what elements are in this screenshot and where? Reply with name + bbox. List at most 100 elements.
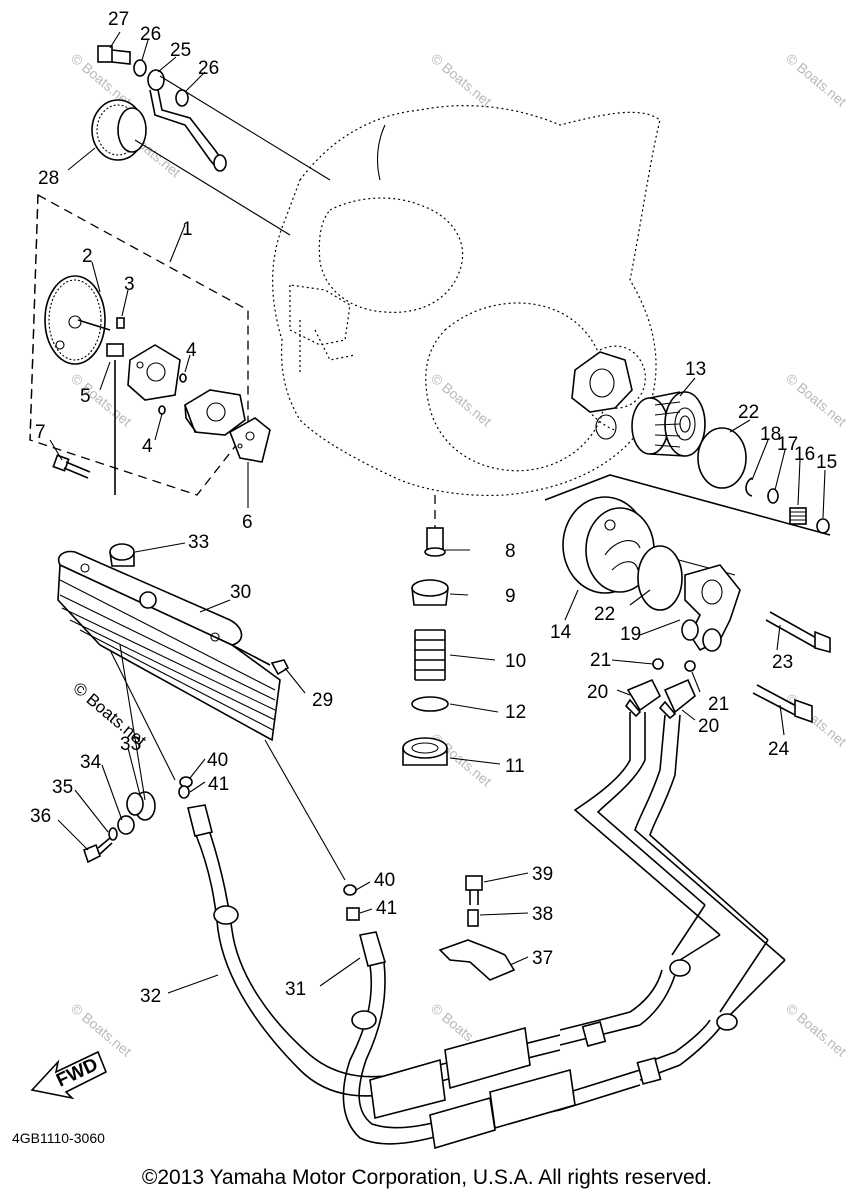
fitting-20: [624, 678, 662, 718]
ring-40b: [343, 884, 357, 896]
hose-31: [342, 931, 641, 1145]
callout-32: 32: [140, 986, 161, 1007]
gasket-6: [229, 417, 271, 463]
callout-4: 4: [186, 340, 197, 361]
callout-12: 12: [505, 702, 526, 723]
callout-34: 34: [80, 752, 102, 773]
callout-9: 9: [505, 586, 516, 607]
callout-23: 23: [772, 652, 793, 673]
callout-26: 26: [140, 24, 161, 45]
callout-41: 41: [208, 774, 229, 795]
callout-3: 3: [124, 274, 135, 295]
callout-35: 35: [52, 777, 73, 798]
pump-gear-2: [44, 275, 111, 365]
callout-20: 20: [587, 682, 608, 703]
callout-20b: 20: [698, 716, 719, 737]
o-ring-22b: [637, 545, 683, 611]
pump-body: [184, 389, 246, 436]
callout-19: 19: [620, 624, 641, 645]
callout-40: 40: [207, 750, 228, 771]
callout-leaders: [49, 31, 826, 994]
leader-line: [134, 139, 291, 236]
bolt-23: [765, 611, 831, 654]
o-ring-12: [411, 696, 449, 712]
nut-29: [270, 659, 290, 676]
callout-18: 18: [760, 424, 781, 445]
bolt-36: [83, 837, 113, 864]
callout-22: 22: [738, 402, 759, 423]
callout-5: 5: [80, 386, 91, 407]
ring-41: [178, 785, 190, 799]
pump-rotor-housing: [127, 344, 181, 401]
watermark: © Boats.net: [68, 1000, 135, 1059]
circlip-18: [745, 477, 753, 497]
callout-17: 17: [777, 434, 798, 455]
leader-line: [159, 75, 331, 181]
ring-41b: [346, 907, 360, 921]
callout-11: 11: [505, 756, 525, 777]
pin-4: [179, 373, 187, 383]
ball-15: [816, 518, 830, 534]
callout-31: 31: [285, 979, 306, 1000]
callout-33b: 33: [120, 734, 141, 755]
callout-40b: 40: [374, 870, 395, 891]
callout-39: 39: [532, 864, 553, 885]
hose-rear-lines: [573, 712, 786, 1016]
watermark: © Boats.net: [428, 50, 495, 109]
watermark: © Boats.net: [783, 690, 850, 749]
o-ring-22: [697, 427, 747, 489]
callout-22b: 22: [594, 604, 615, 625]
callout-36: 36: [30, 806, 51, 827]
callout-4b: 4: [142, 436, 153, 457]
oil-filter-13: [631, 391, 706, 457]
copyright-notice: ©2013 Yamaha Motor Corporation, U.S.A. A…: [141, 1166, 713, 1189]
filter-cover-14: [562, 496, 655, 594]
drive-gear-28: [91, 99, 147, 161]
union-19: [681, 564, 741, 652]
watermark: © Boats.net: [428, 370, 495, 429]
hose-right-ends: [559, 959, 738, 1085]
bolt-27: [97, 45, 131, 65]
plug-11: [402, 737, 448, 766]
callout-6: 6: [242, 512, 253, 533]
watermark: © Boats.net: [783, 1000, 850, 1059]
fwd-arrow-icon: FWD: [30, 1050, 108, 1100]
leader-line: [119, 644, 146, 801]
callout-7: 7: [35, 422, 46, 443]
callout-14: 14: [550, 622, 572, 643]
callout-33: 33: [188, 532, 209, 553]
callout-28: 28: [38, 168, 59, 189]
callout-13: 13: [685, 359, 706, 380]
callout-37: 37: [532, 948, 553, 969]
crankcase-cover: [272, 105, 661, 496]
callout-41b: 41: [376, 898, 397, 919]
spring-16: [789, 507, 807, 525]
callout-27: 27: [108, 9, 129, 30]
washer-17: [767, 488, 779, 504]
grommet-33: [109, 543, 135, 567]
pin-4b: [158, 405, 166, 415]
oil-pipe-25: [147, 69, 227, 172]
callout-26b: 26: [198, 58, 219, 79]
callout-29: 29: [312, 690, 333, 711]
callout-30: 30: [230, 582, 251, 603]
callout-15: 15: [816, 452, 837, 473]
callout-24: 24: [768, 739, 790, 760]
bolt-8: [424, 527, 446, 557]
hose-32: [187, 804, 561, 1097]
gasket-26: [133, 59, 147, 77]
pin-3: [116, 317, 125, 329]
collar-38: [467, 909, 479, 927]
collar-34: [117, 815, 135, 835]
bolt-24: [752, 684, 813, 724]
callout-1: 1: [182, 219, 193, 240]
callout-10: 10: [505, 651, 526, 672]
callout-2: 2: [82, 246, 93, 267]
mount-grommet-33b: [126, 791, 156, 821]
watermark: © Boats.net: [68, 370, 135, 429]
filter-gasket: [571, 351, 633, 440]
callout-25: 25: [170, 40, 191, 61]
bolt-39: [465, 875, 483, 905]
hose-sleeves: [369, 1026, 576, 1150]
